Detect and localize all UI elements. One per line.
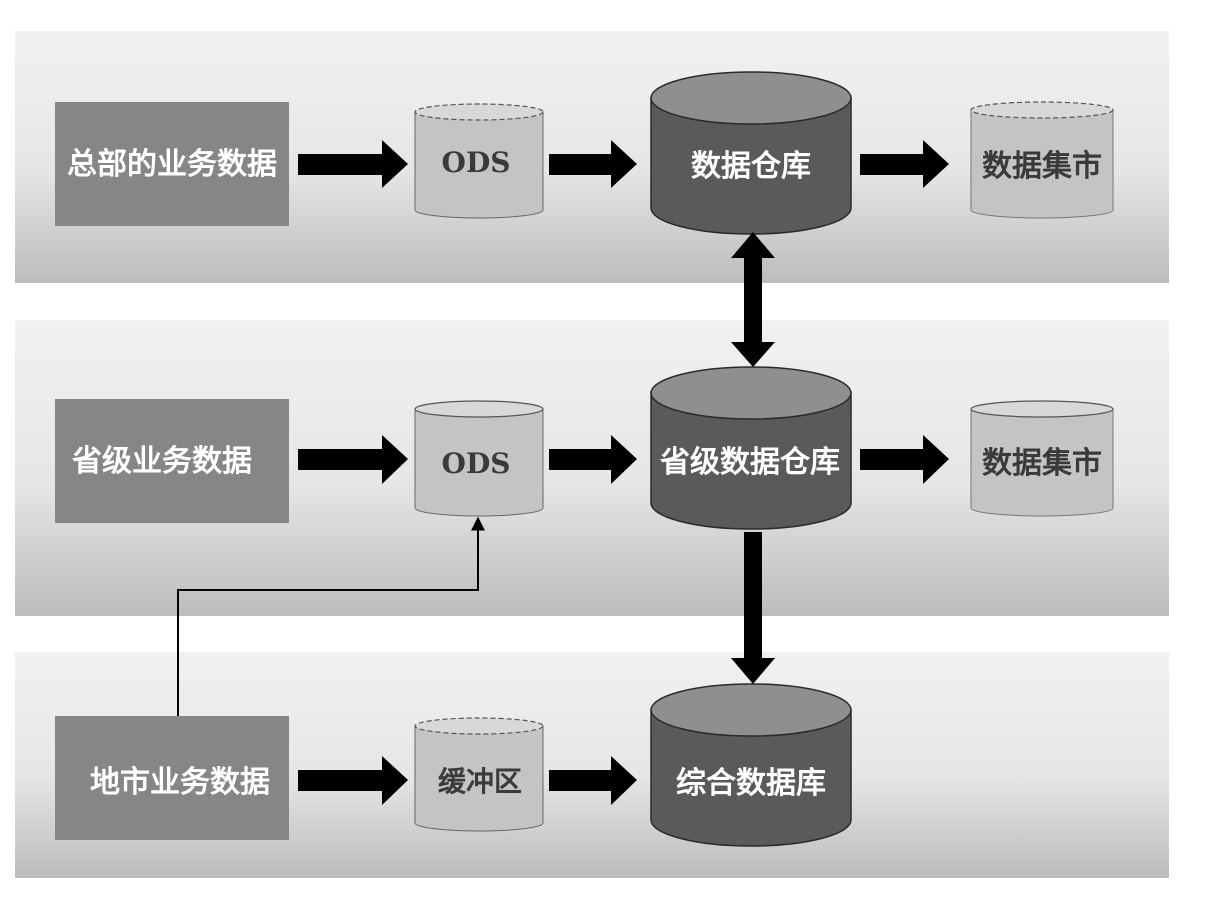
city-row: 地市业务数据 缓冲区 综合数据库 [55, 683, 852, 847]
hq-arrow-warehouse-to-mart [860, 140, 949, 188]
province-mart-label: 数据集市 [982, 446, 1102, 481]
city-buffer-cylinder [414, 717, 544, 832]
province-arrow-source-to-ods [298, 435, 408, 484]
province-mart-cylinder [970, 400, 1114, 517]
hq-mart-cylinder [970, 101, 1114, 219]
hq-arrow-ods-to-warehouse [549, 140, 637, 188]
city-source-label: 地市业务数据 [90, 765, 270, 800]
province-ods-cylinder [414, 400, 544, 517]
hq-ods-cylinder [414, 103, 544, 219]
province-to-city-warehouse-arrow [731, 532, 775, 684]
hq-ods-label: ODS [442, 146, 511, 179]
city-arrow-source-to-buffer [298, 756, 408, 805]
province-row: 省级业务数据 ODS 省级数据仓库 数据集市 [55, 366, 1114, 530]
city-to-province-ods-connector [177, 516, 485, 716]
province-warehouse-cylinder [650, 366, 852, 530]
hq-warehouse-cylinder [650, 71, 852, 235]
hq-arrow-source-to-ods [298, 140, 408, 188]
province-source-label: 省级业务数据 [72, 444, 252, 479]
hq-source-box [55, 102, 289, 226]
city-integrated-db-label: 综合数据库 [676, 766, 826, 801]
province-arrow-warehouse-to-mart [860, 435, 949, 484]
city-arrow-buffer-to-warehouse [549, 756, 637, 805]
hq-warehouse-label: 数据仓库 [691, 149, 811, 184]
city-buffer-label: 缓冲区 [438, 765, 522, 798]
hq-row: 总部的业务数据 ODS 数据仓库 数据集市 [55, 71, 1114, 235]
province-source-box [55, 399, 289, 523]
warehouse-sync-double-arrow [731, 232, 775, 367]
province-arrow-ods-to-warehouse [549, 435, 637, 484]
city-integrated-db-cylinder [650, 683, 852, 847]
province-warehouse-label: 省级数据仓库 [660, 445, 840, 480]
province-ods-label: ODS [442, 447, 511, 480]
city-source-box [55, 716, 289, 840]
hq-source-label: 总部的业务数据 [67, 147, 277, 182]
hq-mart-label: 数据集市 [982, 149, 1102, 184]
